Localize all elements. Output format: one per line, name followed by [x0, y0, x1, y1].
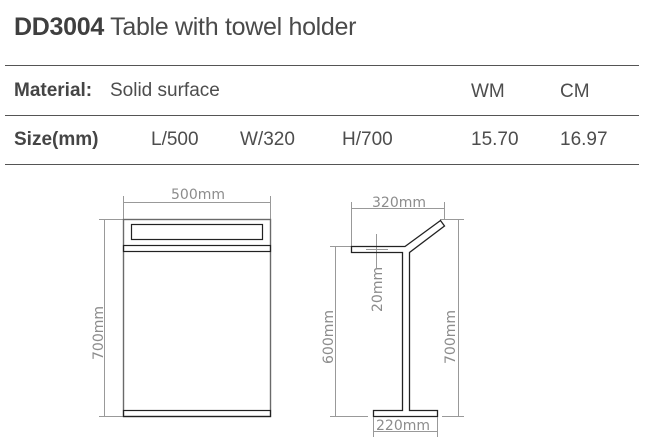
size-label: Size(mm) — [14, 129, 99, 150]
size-length: L/500 — [151, 129, 199, 150]
table-middle-rule — [5, 115, 639, 116]
arm-thickness-dimension: 20mm — [370, 267, 386, 312]
side-height-dimension: 700mm — [443, 310, 459, 364]
product-code: DD3004 — [14, 13, 104, 41]
material-label: Material: — [14, 80, 93, 101]
product-title: DD3004 Table with towel holder — [14, 10, 356, 44]
side-view-drawing: 320mm 20mm 600mm 700mm 220mm — [321, 195, 464, 437]
cm-value: 16.97 — [560, 129, 608, 150]
side-width-dimension: 320mm — [372, 195, 426, 211]
material-value: Solid surface — [110, 80, 220, 101]
size-height: H/700 — [342, 129, 393, 150]
arm-height-dimension: 600mm — [321, 310, 337, 364]
front-view-drawing: 500mm 700mm — [91, 187, 272, 418]
wm-header: WM — [471, 81, 505, 102]
front-width-dimension: 500mm — [171, 187, 225, 203]
base-width-dimension: 220mm — [376, 418, 430, 434]
size-width: W/320 — [240, 129, 295, 150]
table-top-rule — [5, 65, 639, 66]
product-name: Table with towel holder — [110, 13, 357, 41]
cm-header: CM — [560, 81, 590, 102]
table-bottom-rule — [5, 164, 639, 165]
wm-value: 15.70 — [471, 129, 519, 150]
front-height-dimension: 700mm — [91, 306, 107, 360]
